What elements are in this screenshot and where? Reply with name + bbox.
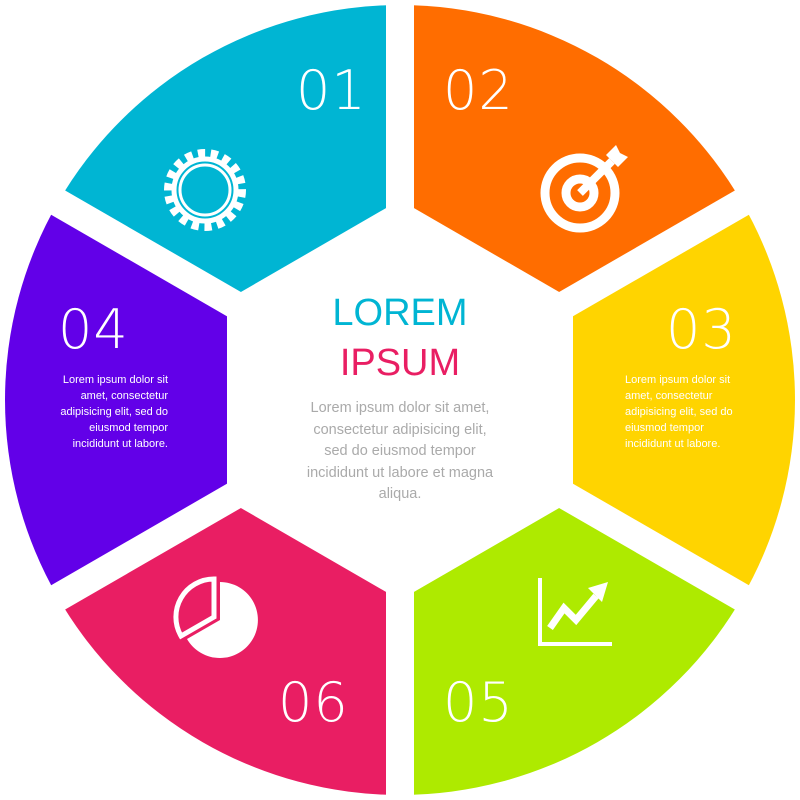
- segment-number-06: 06: [278, 671, 349, 734]
- gear-icon: [164, 149, 246, 231]
- center-body-text: Lorem ipsum dolor sit amet, consectetur …: [306, 400, 494, 502]
- segment-04: [4, 202, 400, 598]
- segment-04-text: Lorem ipsum dolor sit amet, consectetur …: [60, 374, 168, 450]
- segment-gap: [392, 177, 771, 413]
- segment-number-02: 02: [443, 59, 514, 122]
- target-icon: [540, 145, 628, 233]
- growth-chart-icon: [538, 578, 612, 646]
- segment-03: [400, 202, 795, 598]
- center-title-line1: LOREM: [332, 292, 468, 334]
- segment-03-text: Lorem ipsum dolor sit amet, consectetur …: [625, 374, 733, 450]
- segment-number-03: 03: [666, 298, 737, 361]
- segment-gap: [29, 177, 407, 413]
- segment-gap: [29, 387, 407, 623]
- segment-number-01: 01: [296, 59, 367, 122]
- segment-number-04: 04: [58, 298, 129, 361]
- segment-gap: [392, 387, 771, 623]
- center-title-line2: IPSUM: [339, 342, 461, 384]
- segment-number-05: 05: [443, 671, 514, 734]
- pie-chart-icon: [173, 576, 258, 658]
